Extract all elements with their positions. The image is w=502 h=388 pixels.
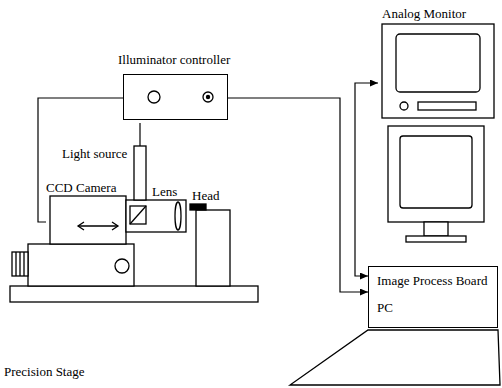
lens-tube bbox=[126, 200, 186, 232]
lens-element bbox=[175, 202, 181, 230]
signal-cable bbox=[355, 83, 378, 276]
head-slider bbox=[190, 204, 206, 210]
power-switch bbox=[148, 91, 160, 103]
output-pin bbox=[206, 95, 210, 99]
controller-panel bbox=[124, 75, 227, 119]
signal-cable bbox=[139, 123, 140, 146]
part-label: Analog Monitor bbox=[382, 6, 466, 21]
knob-groove bbox=[19, 252, 20, 276]
stage-carriage bbox=[28, 244, 134, 286]
monitor-slot bbox=[418, 102, 476, 110]
part-label: PC bbox=[377, 300, 393, 315]
monitor-knob bbox=[400, 102, 408, 110]
part-label: Precision Stage bbox=[4, 364, 85, 379]
camera-body bbox=[50, 196, 126, 244]
micrometer-knob bbox=[12, 252, 28, 276]
monitor-housing bbox=[382, 24, 494, 118]
part-label: Illuminator controller bbox=[118, 52, 230, 67]
lens: Lens bbox=[126, 184, 188, 232]
analog-monitor: Analog Monitor bbox=[378, 4, 500, 120]
part-label: Head bbox=[192, 188, 219, 203]
motion-arrow bbox=[78, 225, 118, 226]
output-socket bbox=[203, 92, 213, 102]
beam-splitter bbox=[130, 206, 146, 224]
keyboard bbox=[290, 330, 500, 385]
knob-groove bbox=[15, 252, 16, 276]
monitor-screen bbox=[396, 34, 480, 92]
head-block bbox=[196, 210, 230, 286]
illuminator-controller: Illuminator controller bbox=[114, 50, 237, 123]
beam-splitter-mirror bbox=[130, 206, 146, 224]
part-label: CCD Camera bbox=[46, 180, 116, 195]
knob-groove bbox=[23, 252, 24, 276]
light-guide bbox=[134, 146, 146, 200]
pc-monitor-screen bbox=[400, 136, 472, 208]
pc-monitor-foot bbox=[406, 236, 466, 242]
pc-box: Image Process BoardPC bbox=[368, 266, 498, 328]
base-plate bbox=[10, 286, 258, 302]
stage-lock bbox=[115, 259, 129, 273]
part-label: Lens bbox=[152, 184, 177, 199]
part-label: Image Process Board bbox=[377, 273, 487, 288]
part-label: Light source bbox=[62, 146, 127, 161]
pc-monitor-neck bbox=[424, 222, 448, 236]
controller-housing bbox=[123, 74, 228, 120]
motion-arrow-head bbox=[78, 222, 84, 230]
signal-cable bbox=[38, 98, 368, 292]
motion-arrow-head bbox=[112, 222, 118, 230]
head: Head bbox=[188, 188, 232, 286]
precision-stage: Precision Stage bbox=[4, 244, 140, 380]
pc-monitor-housing bbox=[388, 126, 484, 222]
ccd-camera: CCD Camera bbox=[46, 180, 128, 244]
